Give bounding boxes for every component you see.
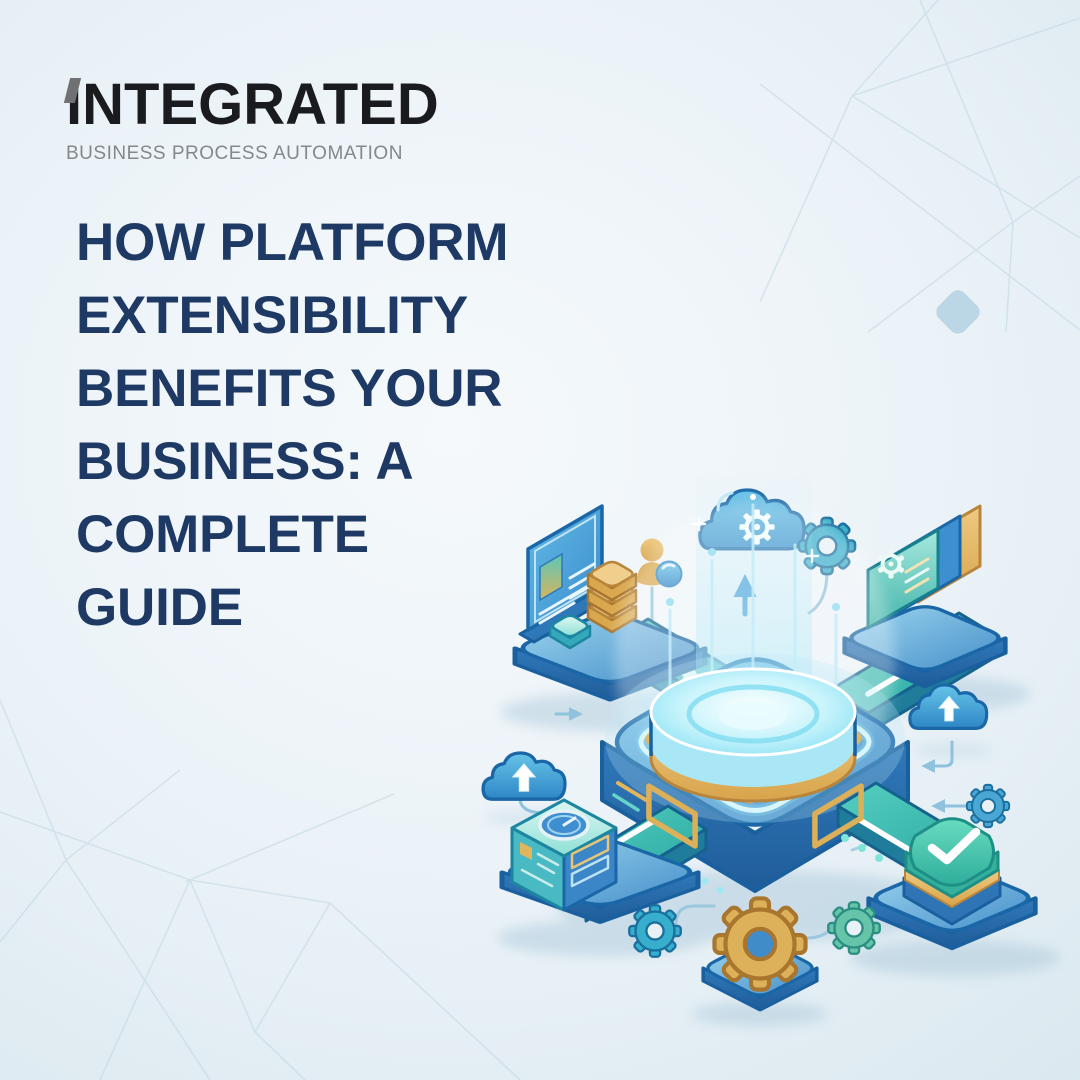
server-icon [510, 798, 618, 912]
gear-cluster-bottom [628, 898, 881, 1012]
logo-tagline: BUSINESS PROCESS AUTOMATION [66, 143, 403, 164]
mesh-lines-top-right [759, 0, 1080, 333]
gear-icon [827, 901, 881, 955]
side-face-markings [612, 781, 648, 812]
upload-cloud-left [481, 751, 567, 801]
headline-line: BENEFITS YOUR [76, 359, 503, 418]
headline-line: GUIDE [76, 578, 243, 637]
headline-line: COMPLETE [76, 505, 369, 564]
monitor-module [515, 504, 705, 700]
gear-glyph-icon [877, 549, 905, 579]
server-module [502, 798, 698, 922]
gold-port-rims [646, 783, 864, 849]
headline-line: HOW PLATFORM [76, 213, 509, 272]
gear-icon [628, 904, 682, 958]
mesh-lines-bottom-left [0, 699, 521, 1080]
glowing-disc [618, 650, 888, 803]
headline-line: EXTENSIBILITY [76, 286, 469, 345]
headline-line: BUSINESS: A [76, 432, 414, 491]
check-icon [927, 827, 981, 865]
gold-gear-icon [714, 898, 805, 989]
gear-icon [965, 783, 1011, 829]
checkmark-tile [869, 817, 1036, 949]
brand-rest: NTEGRATED [82, 72, 439, 137]
page-title: HOW PLATFORM EXTENSIBILITY BENEFITS YOUR… [76, 206, 509, 644]
cube-button-icon [548, 614, 592, 650]
diamond-accent [936, 290, 980, 334]
